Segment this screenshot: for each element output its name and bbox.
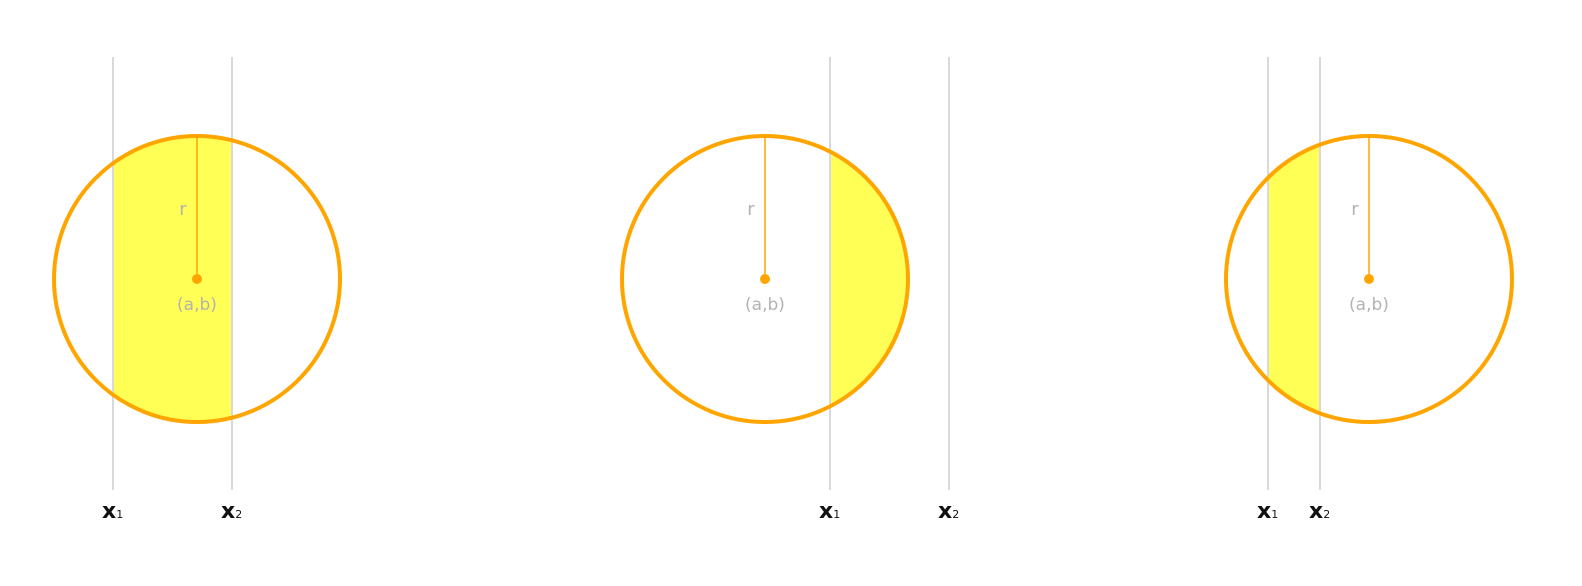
shaded-strip xyxy=(1268,136,1320,422)
x2-subscript: 2 xyxy=(952,508,959,521)
x2-axis-label: x2 xyxy=(221,499,242,524)
radius-label: r xyxy=(179,199,187,220)
center-label: (a,b) xyxy=(177,295,217,315)
panel-1: r (a,b) x1 x2 xyxy=(52,57,342,524)
x2-label: x xyxy=(221,499,235,524)
x2-axis-label: x2 xyxy=(938,499,959,524)
panel-3: r (a,b) x1 x2 xyxy=(1224,57,1514,524)
x1-axis-label: x1 xyxy=(819,499,840,524)
radius-label: r xyxy=(1351,199,1359,220)
x2-label: x xyxy=(938,499,952,524)
panel-2: r (a,b) x1 x2 xyxy=(620,57,959,524)
center-point xyxy=(760,274,770,284)
center-label: (a,b) xyxy=(745,295,785,315)
x2-subscript: 2 xyxy=(235,508,242,521)
center-label: (a,b) xyxy=(1349,295,1389,315)
x2-subscript: 2 xyxy=(1323,508,1330,521)
x1-subscript: 1 xyxy=(833,508,840,521)
x1-subscript: 1 xyxy=(1271,508,1278,521)
x1-subscript: 1 xyxy=(116,508,123,521)
x2-axis-label: x2 xyxy=(1309,499,1330,524)
x1-label: x xyxy=(819,499,833,524)
shaded-strip xyxy=(113,136,232,422)
center-point xyxy=(192,274,202,284)
x1-label: x xyxy=(102,499,116,524)
x1-axis-label: x1 xyxy=(1257,499,1278,524)
x1-label: x xyxy=(1257,499,1271,524)
radius-label: r xyxy=(747,199,755,220)
x2-label: x xyxy=(1309,499,1323,524)
center-point xyxy=(1364,274,1374,284)
shaded-strip xyxy=(830,136,908,422)
x1-axis-label: x1 xyxy=(102,499,123,524)
